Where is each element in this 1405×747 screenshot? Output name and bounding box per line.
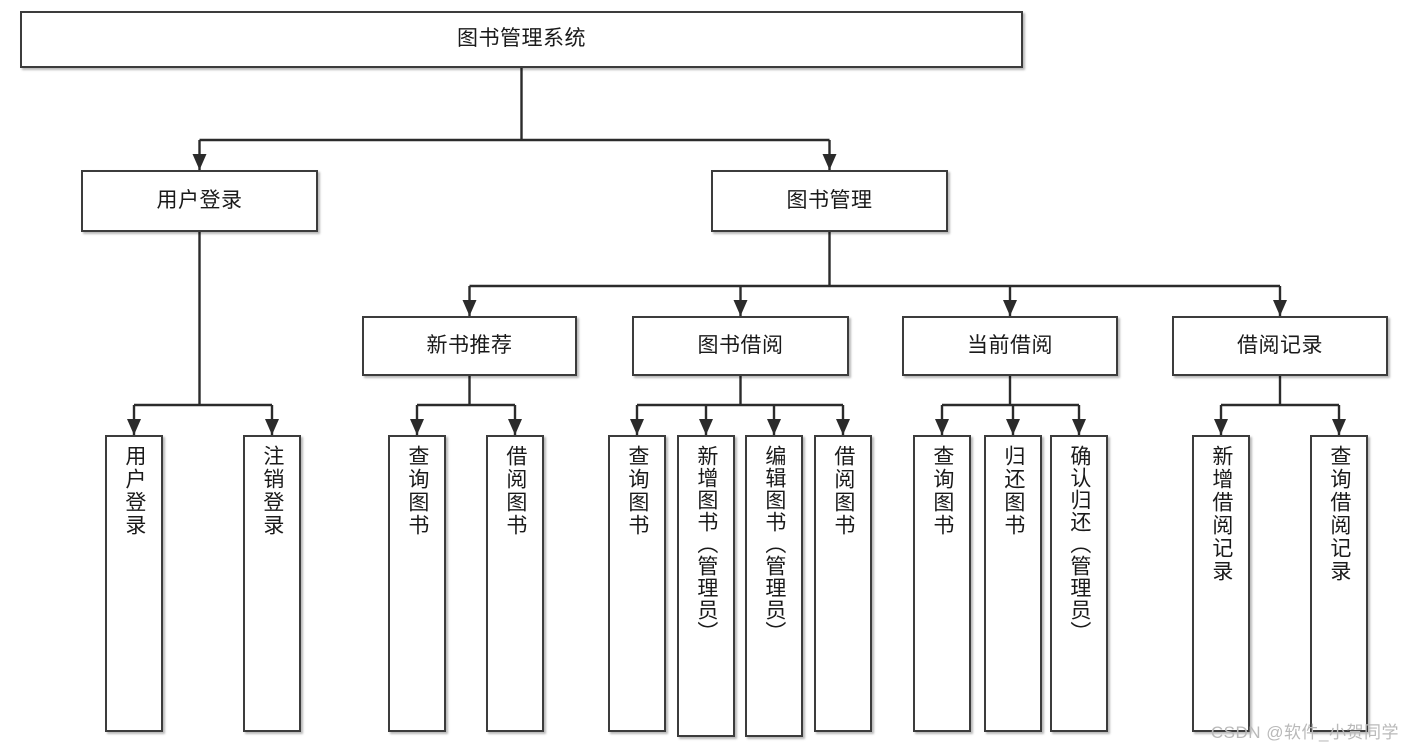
node-leaf-borrow-book-2[interactable]: 借阅图书	[814, 435, 872, 732]
arrow-head-icon	[935, 419, 949, 435]
arrow-head-icon	[699, 419, 713, 435]
node-label: 用户登录	[122, 445, 146, 537]
node-label: 查询借阅记录	[1327, 445, 1351, 583]
node-label: 图书借阅	[697, 333, 784, 357]
arrow-head-icon	[462, 300, 477, 316]
node-book-borrow[interactable]: 图书借阅	[632, 316, 849, 376]
arrow-head-icon	[508, 419, 522, 435]
node-root[interactable]: 图书管理系统	[20, 11, 1023, 68]
arrow-head-icon	[1003, 300, 1017, 316]
arrow-head-icon	[1072, 419, 1086, 435]
node-label: 图书管理	[786, 188, 873, 212]
node-label: 借阅记录	[1237, 333, 1323, 357]
arrow-head-icon	[265, 419, 279, 435]
node-leaf-user-login[interactable]: 用户登录	[105, 435, 163, 732]
node-borrow-record[interactable]: 借阅记录	[1172, 316, 1388, 376]
node-leaf-add-book[interactable]: 新增图书（管理员）	[677, 435, 735, 737]
node-label: 新增借阅记录	[1209, 445, 1233, 583]
node-leaf-query-book-1[interactable]: 查询图书	[388, 435, 446, 732]
arrow-head-icon	[1214, 419, 1228, 435]
node-label: 新书推荐	[426, 333, 513, 357]
node-leaf-query-book-3[interactable]: 查询图书	[913, 435, 971, 732]
watermark-label: CSDN @软件_小贺同学	[1210, 723, 1399, 742]
arrow-head-icon	[410, 419, 424, 435]
node-leaf-query-record[interactable]: 查询借阅记录	[1310, 435, 1368, 732]
node-leaf-query-book-2[interactable]: 查询图书	[608, 435, 666, 732]
node-label: 编辑图书（管理员）	[762, 445, 786, 643]
node-current-borrow[interactable]: 当前借阅	[902, 316, 1118, 376]
arrow-head-icon	[733, 300, 748, 316]
node-new-book-rec[interactable]: 新书推荐	[362, 316, 577, 376]
arrow-head-icon	[630, 419, 644, 435]
node-label: 查询图书	[625, 445, 649, 537]
node-leaf-edit-book[interactable]: 编辑图书（管理员）	[745, 435, 803, 737]
arrow-head-icon	[822, 154, 837, 170]
arrow-head-icon	[767, 419, 781, 435]
node-label: 查询图书	[405, 445, 429, 537]
node-label: 借阅图书	[831, 445, 855, 537]
arrow-head-icon	[127, 419, 141, 435]
node-user-login[interactable]: 用户登录	[81, 170, 318, 232]
node-label: 图书管理系统	[457, 27, 586, 51]
arrow-head-icon	[192, 154, 207, 170]
node-label: 注销登录	[260, 445, 284, 537]
node-leaf-add-record[interactable]: 新增借阅记录	[1192, 435, 1250, 732]
arrow-head-icon	[1332, 419, 1346, 435]
node-leaf-return-book[interactable]: 归还图书	[984, 435, 1042, 732]
node-leaf-logout[interactable]: 注销登录	[243, 435, 301, 732]
node-label: 新增图书（管理员）	[694, 445, 718, 643]
node-leaf-borrow-book-1[interactable]: 借阅图书	[486, 435, 544, 732]
node-leaf-confirm-return[interactable]: 确认归还（管理员）	[1050, 435, 1108, 732]
arrow-head-icon	[1273, 300, 1287, 316]
node-label: 查询图书	[930, 445, 954, 537]
node-label: 借阅图书	[503, 445, 527, 537]
node-book-manage[interactable]: 图书管理	[711, 170, 948, 232]
node-label: 用户登录	[156, 188, 243, 212]
node-label: 归还图书	[1001, 445, 1025, 537]
node-label: 确认归还（管理员）	[1067, 445, 1091, 643]
arrow-head-icon	[836, 419, 850, 435]
node-label: 当前借阅	[967, 333, 1053, 357]
arrow-head-icon	[1006, 419, 1020, 435]
